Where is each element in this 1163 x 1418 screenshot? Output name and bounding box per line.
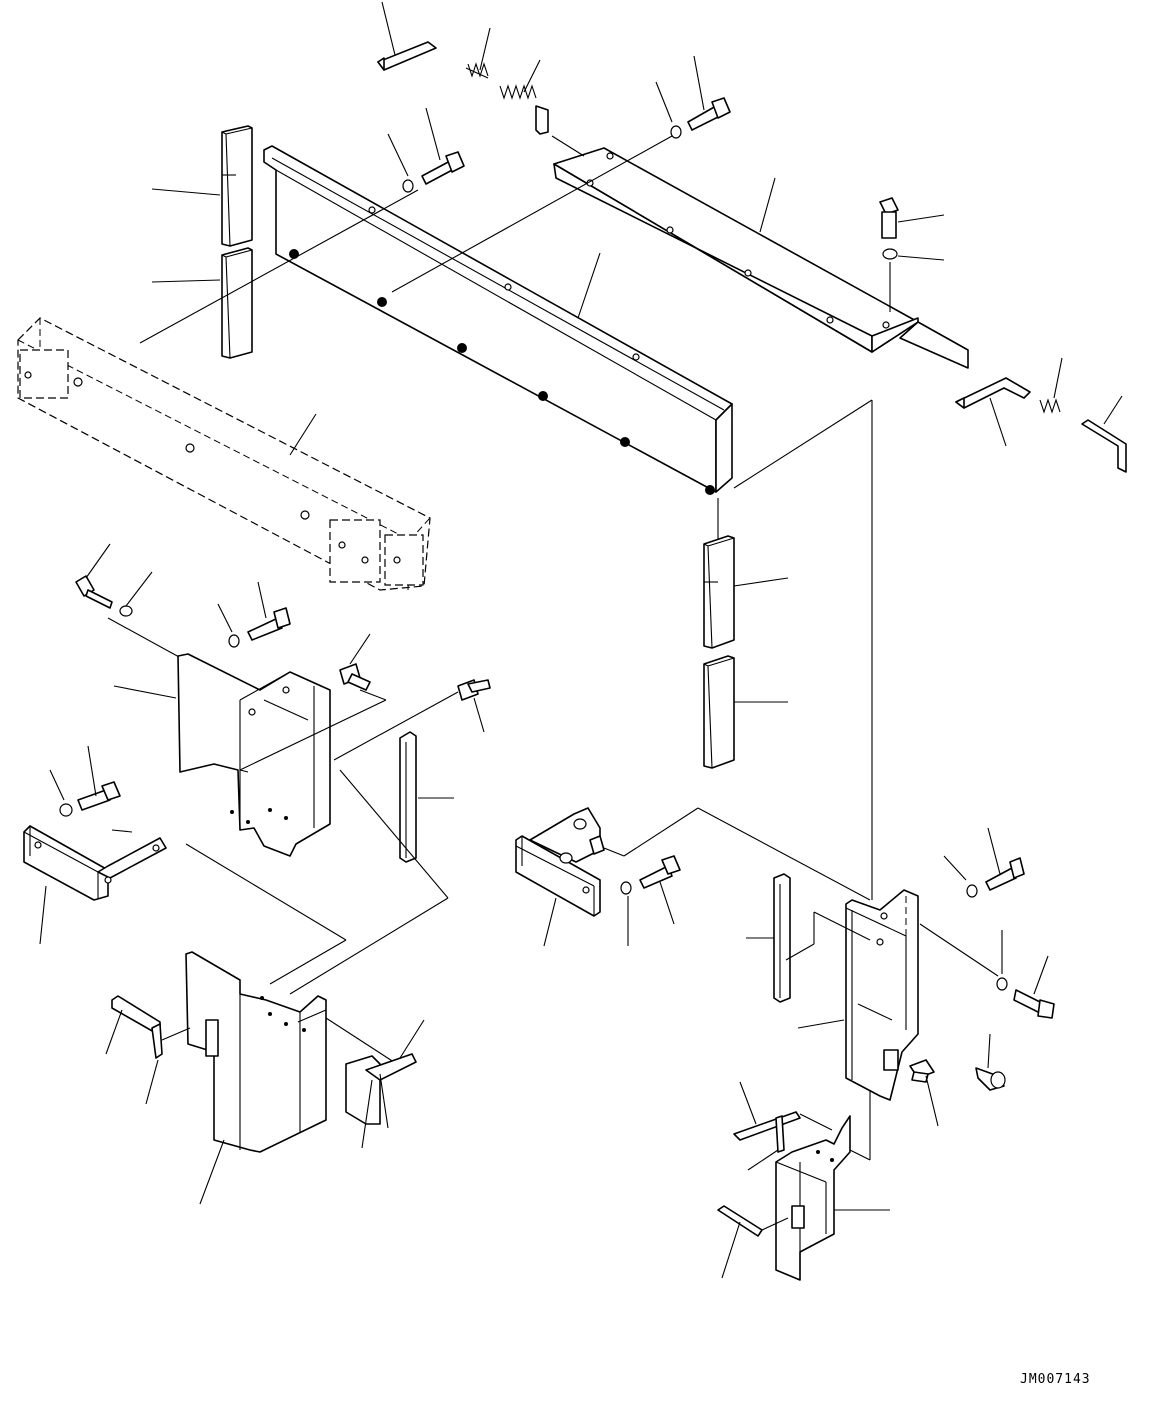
bracket-plate-right (785, 889, 919, 1101)
bolt-washer-top-center (387, 107, 465, 193)
bolt-washer-right-lower (996, 930, 1055, 1019)
bolt-washer-top-right (655, 55, 731, 139)
bolt-hex-flange-right (975, 1033, 1006, 1091)
bolt-hex-flange-right-bottom (909, 1059, 939, 1127)
frame-beam-phantom (17, 317, 431, 591)
assembly-lines-left-lower (185, 769, 449, 995)
bolt-washer-left-center (217, 581, 291, 648)
front-bar (263, 145, 733, 495)
cover-bracket-center (515, 807, 871, 947)
assembly-lines (107, 135, 873, 900)
rubber-pad-upper-right (703, 535, 789, 649)
rubber-pad-lower-left (151, 247, 253, 359)
lower-cover-left (185, 951, 401, 1205)
hinge-assembly-top (377, 1, 585, 157)
bolt-washer-rear-vertical (879, 197, 945, 312)
cover-bracket-left (23, 825, 167, 945)
bolt-hex-flange-center (239, 633, 387, 771)
rubber-pad-upper-left (151, 125, 253, 247)
strap-right-upper (733, 1081, 833, 1171)
strap-right-lower (717, 1205, 789, 1279)
bolt-washer-right-upper (919, 827, 1025, 977)
strap-left (105, 995, 191, 1105)
drawing-code: JM007143 (1020, 1372, 1091, 1387)
bracket-plate-left-upper (113, 653, 331, 857)
seal-strip-left (399, 731, 454, 863)
hinge-assembly-right (955, 357, 1127, 473)
bolt-washer-center (620, 855, 681, 946)
seal-strip-right (746, 873, 791, 1003)
lower-cover-right (775, 1090, 890, 1281)
bolt-washer-left-upper (75, 543, 153, 617)
bolt-washer-left-lower (49, 745, 121, 817)
rubber-pad-lower-right (703, 655, 788, 769)
bolt-hex-flange-right-of-center (333, 679, 491, 761)
rear-bar (553, 147, 969, 369)
small-bracket-left-lower (345, 1019, 425, 1149)
